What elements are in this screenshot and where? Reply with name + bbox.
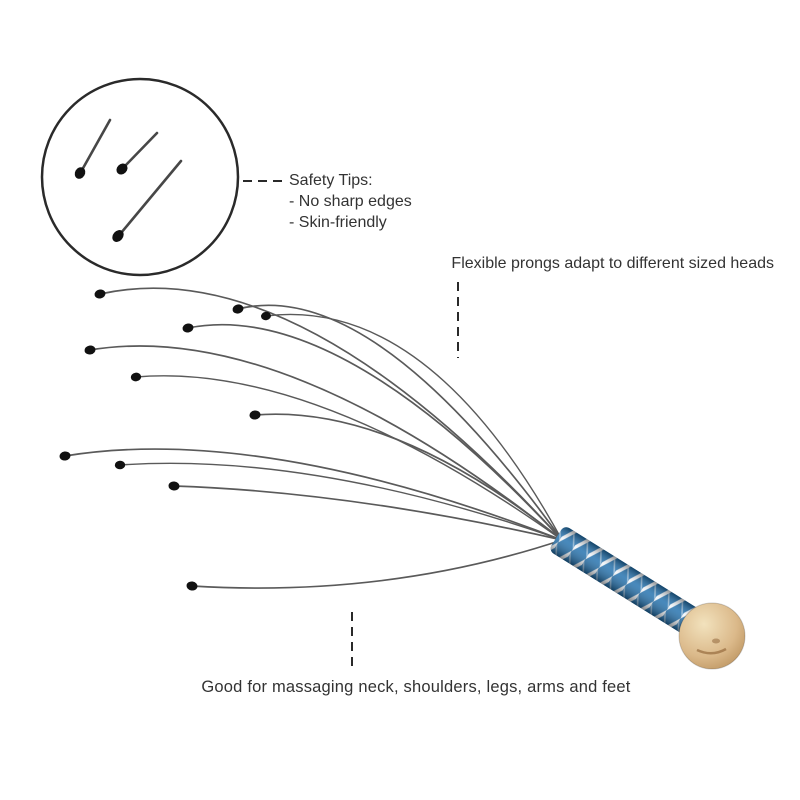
prong-tip [186,581,198,591]
handle [550,527,703,637]
safety-tips-callout: Safety Tips: - No sharp edges - Skin-fri… [289,170,412,233]
prong-wire [173,485,563,541]
prong-tip [261,311,271,321]
prong-tip [130,372,142,382]
flexible-prongs-callout: Flexible prongs adapt to different sized… [451,255,774,272]
handle-shading [550,527,703,637]
massage-uses-callout: Good for massaging neck, shoulders, legs… [201,678,631,696]
prong-tip [114,460,126,470]
safety-tip-item: - Skin-friendly [289,214,387,231]
prong-wire [89,345,563,541]
prong-wire [191,539,563,589]
prong-tip [59,451,71,461]
wood-knot [712,638,720,644]
prong-tip [182,323,194,333]
safety-tip-item: - No sharp edges [289,193,412,210]
wooden-ball [678,602,746,670]
prong-tip [94,289,106,299]
prong-tip-detail [74,118,183,242]
prong-wire [254,413,563,541]
safety-tips-title: Safety Tips: [289,172,373,189]
prong-wire [64,448,563,541]
prong-tip [232,304,244,314]
prong-wire [135,375,563,541]
magnifier-detail [40,77,240,277]
prong-wire [187,323,563,541]
prong-wire [265,313,563,541]
prong-tip [249,410,261,420]
prong-tip [84,345,96,355]
wooden-ball-knob [678,602,746,670]
prong-wires [59,287,563,591]
magnifier-circle [40,77,240,277]
prong-tip [168,481,180,491]
prong-wire [119,462,563,541]
prong-wire [99,287,563,541]
wood-grain [696,647,727,655]
prong-wire [237,304,563,541]
